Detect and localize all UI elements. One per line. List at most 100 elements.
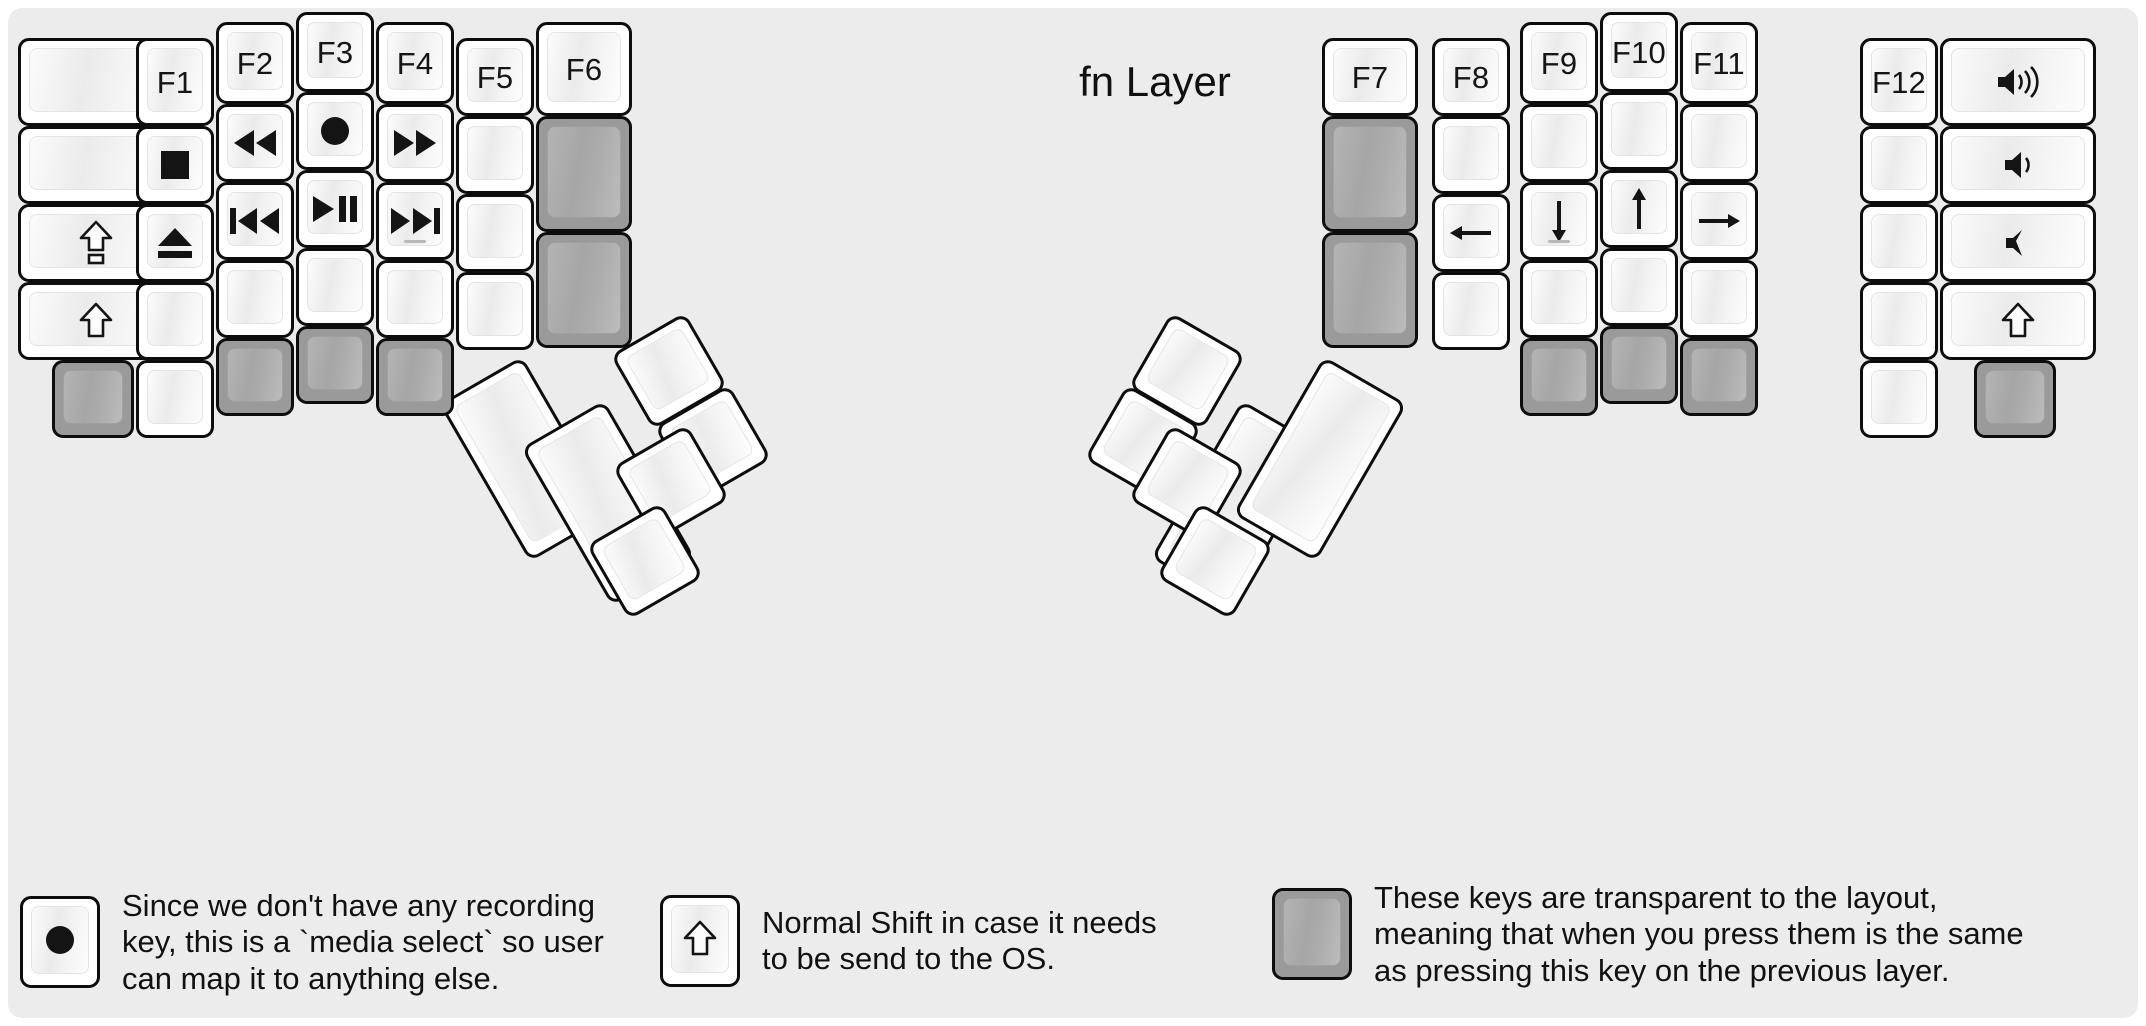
keycap-surface	[467, 126, 523, 180]
key-blank[interactable]	[18, 38, 174, 126]
key-blank[interactable]	[52, 360, 134, 438]
key-volume-down-icon[interactable]	[1940, 126, 2096, 204]
key-blank[interactable]	[1680, 104, 1758, 182]
keycap-surface	[147, 370, 203, 424]
key-f7[interactable]: F7	[1322, 38, 1418, 116]
key-legend-text: F1	[156, 64, 194, 100]
key-blank[interactable]	[456, 194, 534, 272]
key-blank[interactable]	[1322, 232, 1418, 348]
key-blank[interactable]	[1322, 116, 1418, 232]
key-f11[interactable]: F11	[1680, 22, 1758, 104]
key-blank[interactable]	[536, 116, 632, 232]
key-blank[interactable]	[1600, 248, 1678, 326]
keycap-surface	[1531, 270, 1587, 324]
key-rewind-icon[interactable]	[216, 104, 294, 182]
key-blank[interactable]	[456, 116, 534, 194]
key-blank[interactable]	[136, 282, 214, 360]
key-f5[interactable]: F5	[456, 38, 534, 116]
key-arrow-up-icon[interactable]	[1600, 170, 1678, 248]
key-legend-text: F4	[396, 45, 434, 81]
key-blank[interactable]	[1520, 338, 1598, 416]
key-prev-track-icon[interactable]	[216, 182, 294, 260]
key-legend-empty	[459, 119, 531, 191]
key-f8[interactable]: F8	[1432, 38, 1510, 116]
keycap-surface	[1611, 102, 1667, 156]
key-legend-text: F2	[236, 45, 274, 81]
keycap-surface	[307, 22, 363, 78]
keycap-surface	[467, 48, 523, 102]
key-legend-text: F12	[1871, 64, 1927, 100]
keycap-surface	[307, 336, 363, 390]
page-title: fn Layer	[1079, 58, 1231, 105]
key-f1[interactable]: F1	[136, 38, 214, 126]
key-f3[interactable]: F3	[296, 12, 374, 92]
key-blank[interactable]	[296, 326, 374, 404]
key-blank[interactable]	[1860, 126, 1938, 204]
key-blank[interactable]	[376, 338, 454, 416]
key-blank[interactable]	[296, 248, 374, 326]
key-legend-empty	[1523, 341, 1595, 413]
key-f4[interactable]: F4	[376, 22, 454, 104]
key-blank[interactable]	[216, 338, 294, 416]
key-stop-icon[interactable]	[136, 126, 214, 204]
key-fast-forward-icon[interactable]	[376, 104, 454, 182]
key-legend-text: F11	[1693, 45, 1745, 81]
keycap-surface	[1531, 348, 1587, 402]
legend-key-sample	[1272, 888, 1352, 981]
key-f12[interactable]: F12	[1860, 38, 1938, 126]
key-legend-empty	[299, 329, 371, 401]
key-blank[interactable]	[1432, 272, 1510, 350]
key-blank[interactable]	[1520, 104, 1598, 182]
key-blank[interactable]	[1860, 360, 1938, 438]
key-shift-icon[interactable]	[1940, 282, 2096, 360]
key-blank[interactable]	[1680, 260, 1758, 338]
keycap-surface	[1691, 114, 1747, 168]
keycap-surface	[147, 292, 203, 346]
key-blank[interactable]	[1600, 92, 1678, 170]
keycap-surface	[1691, 348, 1747, 402]
key-blank[interactable]	[18, 126, 174, 204]
key-arrow-left-icon[interactable]	[1432, 194, 1510, 272]
key-legend-empty	[1325, 235, 1415, 345]
key-next-track-icon[interactable]	[376, 182, 454, 260]
key-f9[interactable]: F9	[1520, 22, 1598, 104]
key-blank[interactable]	[1600, 326, 1678, 404]
keycap-surface	[1611, 336, 1667, 390]
key-f2[interactable]: F2	[216, 22, 294, 104]
key-legend-empty	[1603, 95, 1675, 167]
key-blank[interactable]	[1974, 360, 2056, 438]
key-f10[interactable]: F10	[1600, 12, 1678, 92]
key-volume-up-icon[interactable]	[1940, 38, 2096, 126]
keycap-surface	[1871, 370, 1927, 424]
key-blank[interactable]	[1680, 338, 1758, 416]
key-blank[interactable]	[1860, 282, 1938, 360]
shift-icon	[21, 285, 171, 357]
key-eject-icon[interactable]	[136, 204, 214, 282]
key-blank[interactable]	[1432, 116, 1510, 194]
key-record-icon[interactable]	[296, 92, 374, 170]
key-legend-empty	[299, 251, 371, 323]
key-play-pause-icon[interactable]	[296, 170, 374, 248]
key-caps-lock-icon[interactable]	[18, 204, 174, 282]
key-volume-mute-icon[interactable]	[1940, 204, 2096, 282]
key-shift-icon[interactable]	[18, 282, 174, 360]
arrow-down-icon	[1523, 185, 1595, 257]
key-blank[interactable]	[376, 260, 454, 338]
key-arrow-right-icon[interactable]	[1680, 182, 1758, 260]
volume-down-icon	[1943, 129, 2093, 201]
keycap-surface	[467, 282, 523, 336]
keycap-surface	[1691, 270, 1747, 324]
key-blank[interactable]	[536, 232, 632, 348]
key-blank[interactable]	[136, 360, 214, 438]
key-blank[interactable]	[1520, 260, 1598, 338]
key-f6[interactable]: F6	[536, 22, 632, 116]
keycap-surface	[1443, 126, 1499, 180]
key-arrow-down-icon[interactable]	[1520, 182, 1598, 260]
legend-description: These keys are transparent to the layout…	[1374, 880, 2024, 988]
key-legend-empty	[539, 119, 629, 229]
fast-forward-icon	[379, 107, 451, 179]
key-blank[interactable]	[456, 272, 534, 350]
key-blank[interactable]	[1860, 204, 1938, 282]
legend-description: Normal Shift in case it needs to be send…	[762, 904, 1157, 976]
key-blank[interactable]	[216, 260, 294, 338]
